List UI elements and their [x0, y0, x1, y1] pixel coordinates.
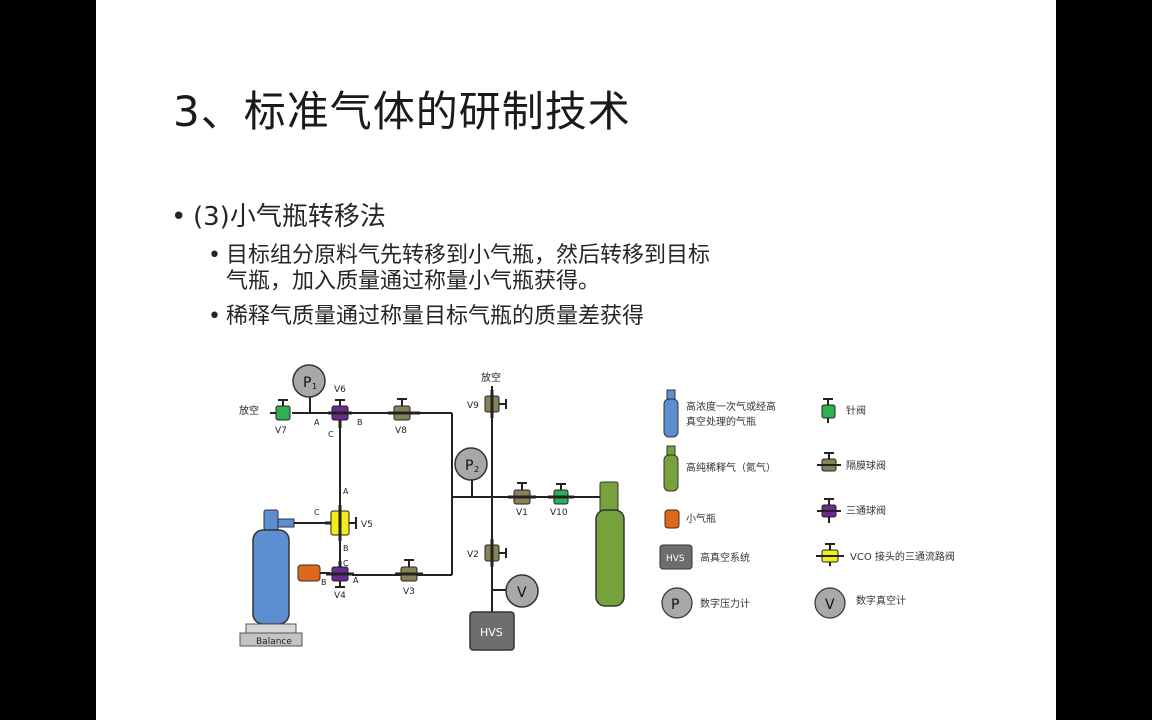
valve-v1 — [508, 482, 536, 505]
gas-system-diagram: P 1 P 2 V HVS Balance — [239, 364, 955, 651]
svg-text:高真空系统: 高真空系统 — [700, 551, 750, 564]
high-vacuum-system: HVS — [469, 611, 515, 651]
bullet-dilution-gas: •稀释气质量通过称量目标气瓶的质量差获得 — [208, 304, 645, 329]
pressure-gauge-p2: P 2 — [454, 447, 488, 481]
bullet-transfer-line-1: •目标组分原料气先转移到小气瓶，然后转移到目标 — [208, 243, 711, 268]
svg-text:C: C — [314, 508, 320, 517]
svg-text:P: P — [465, 458, 473, 474]
svg-text:数字压力计: 数字压力计 — [700, 597, 750, 610]
legend-needle-valve: 针阀 — [821, 398, 866, 423]
bullet-transfer-line-2: 气瓶，加入质量通过称量小气瓶获得。 — [226, 269, 601, 294]
label-v1: V1 — [516, 508, 528, 518]
green-dilution-cylinder — [595, 481, 625, 607]
balance: Balance — [239, 623, 303, 647]
svg-text:B: B — [343, 544, 349, 553]
svg-text:C: C — [343, 559, 349, 568]
bullet-small-cylinder-method: •(3)小气瓶转移法 — [171, 202, 386, 232]
label-v10: V10 — [550, 508, 568, 518]
svg-text:真空处理的气瓶: 真空处理的气瓶 — [686, 415, 756, 428]
vacuum-gauge: V — [492, 574, 539, 608]
svg-text:1: 1 — [312, 382, 317, 391]
small-cylinder — [297, 564, 321, 582]
svg-text:三通球阀: 三通球阀 — [846, 504, 886, 517]
svg-text:数字真空计: 数字真空计 — [856, 594, 906, 607]
legend-blue-cylinder: 高浓度一次气或经高 真空处理的气瓶 — [663, 389, 776, 438]
valve-v10 — [548, 483, 574, 505]
valve-v3 — [395, 559, 423, 582]
svg-text:B: B — [321, 578, 327, 587]
valve-v4 — [326, 561, 354, 588]
legend-diaphragm-valve: 隔膜球阀 — [817, 452, 886, 472]
svg-text:HVS: HVS — [666, 554, 685, 564]
svg-text:P: P — [303, 375, 311, 391]
valve-v2 — [484, 539, 507, 567]
slide-title: 3、标准气体的研制技术 — [173, 87, 631, 136]
svg-text:A: A — [343, 487, 349, 496]
legend-small-cylinder: 小气瓶 — [664, 509, 716, 529]
label-v5: V5 — [361, 520, 373, 530]
slide: 3、标准气体的研制技术 •(3)小气瓶转移法 •目标组分原料气先转移到小气瓶，然… — [96, 0, 1056, 720]
blue-source-cylinder — [252, 509, 330, 625]
label-v4: V4 — [334, 591, 346, 601]
label-v2: V2 — [467, 550, 479, 560]
svg-text:A: A — [314, 418, 320, 427]
valve-v9 — [484, 390, 507, 418]
valve-v6 — [328, 399, 352, 428]
bullet-dot: • — [208, 304, 221, 329]
vent-top-label: 放空 — [481, 371, 501, 384]
svg-text:A: A — [353, 576, 359, 585]
vent-left-label: 放空 — [239, 404, 259, 417]
label-v3: V3 — [403, 587, 415, 597]
label-v6: V6 — [334, 385, 346, 395]
svg-text:VCO 接头的三通流路阀: VCO 接头的三通流路阀 — [850, 550, 955, 563]
legend-hvs: HVS 高真空系统 — [659, 544, 750, 570]
legend-pressure-gauge: P 数字压力计 — [661, 587, 750, 619]
svg-text:Balance: Balance — [256, 637, 292, 647]
pressure-gauge-p1: P 1 — [292, 364, 326, 398]
legend-vco-valve: VCO 接头的三通流路阀 — [816, 543, 955, 566]
legend-vacuum-gauge: V 数字真空计 — [814, 587, 906, 619]
bullet-dot: • — [208, 243, 221, 268]
svg-text:V: V — [517, 585, 527, 601]
svg-text:针阀: 针阀 — [846, 404, 866, 417]
valve-v8 — [388, 398, 420, 421]
svg-text:小气瓶: 小气瓶 — [686, 512, 716, 525]
svg-text:V: V — [825, 597, 835, 613]
label-v8: V8 — [395, 426, 407, 436]
svg-text:P: P — [671, 597, 679, 613]
svg-text:隔膜球阀: 隔膜球阀 — [846, 459, 886, 472]
legend-three-way-valve: 三通球阀 — [817, 498, 886, 523]
svg-text:2: 2 — [474, 465, 479, 474]
bullet-dot: • — [171, 202, 187, 232]
svg-text:HVS: HVS — [480, 626, 503, 639]
svg-text:高纯稀释气（氮气）: 高纯稀释气（氮气） — [686, 461, 776, 474]
svg-text:C: C — [328, 430, 334, 439]
legend: 高浓度一次气或经高 真空处理的气瓶 高纯稀释气（氮气） 小气瓶 HVS 高真空系… — [659, 389, 955, 619]
valve-v5 — [325, 505, 357, 541]
legend-green-cylinder: 高纯稀释气（氮气） — [663, 445, 776, 492]
svg-text:B: B — [357, 418, 363, 427]
svg-text:高浓度一次气或经高: 高浓度一次气或经高 — [686, 400, 776, 413]
valve-v7 — [270, 399, 291, 421]
label-v9: V9 — [467, 401, 479, 411]
label-v7: V7 — [275, 426, 287, 436]
diagram-labels: 放空 放空 V7 V6 V8 V9 V5 V4 V3 V2 V1 V10 A B… — [239, 371, 568, 601]
